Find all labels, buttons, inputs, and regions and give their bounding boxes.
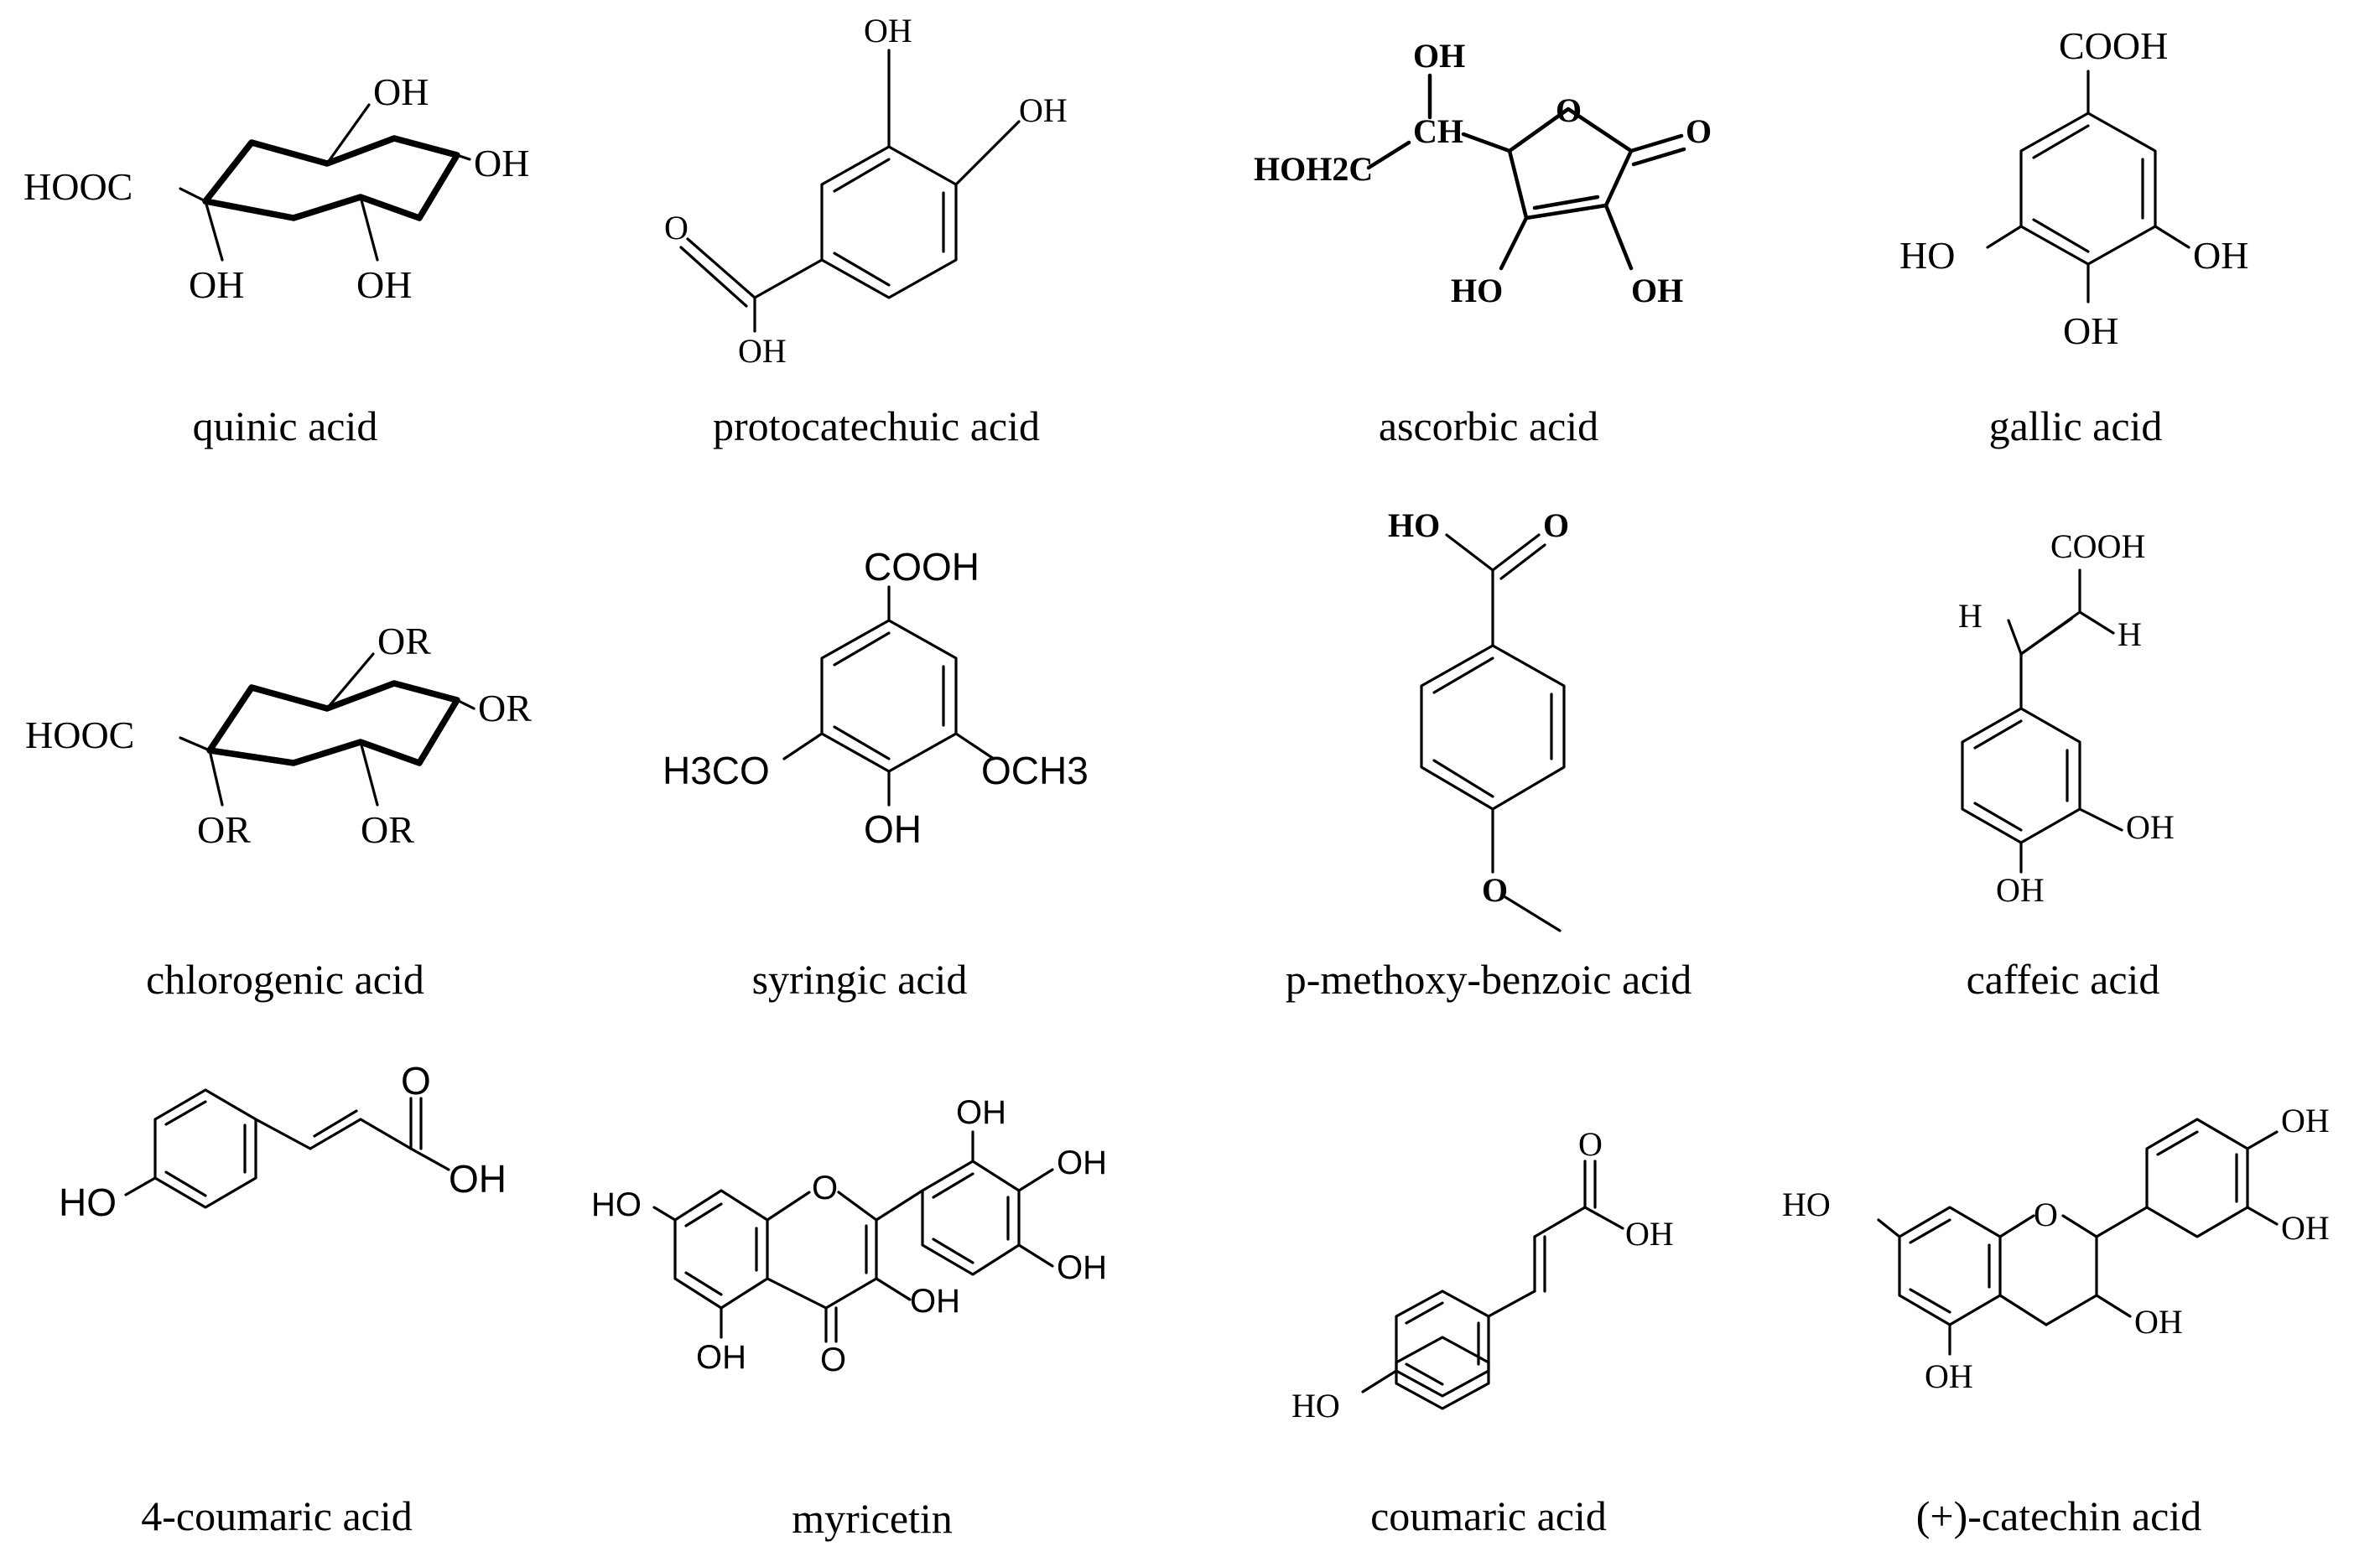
proto-oh-right: OH <box>1019 91 1068 129</box>
p-methoxy-benzoic-acid-label: p-methoxy-benzoic acid <box>1286 956 1692 1003</box>
chlorogenic-acid-label: chlorogenic acid <box>146 956 424 1003</box>
pmba-ho: HO <box>1388 506 1440 544</box>
catechin-acid-label: (+)-catechin acid <box>1916 1492 2201 1539</box>
myricetin-oh-3: OH <box>910 1283 960 1320</box>
structure-caffeic-acid: COOH H H OH OH caffeic acid <box>1958 527 2175 1003</box>
coumaric4-ho: HO <box>59 1181 117 1224</box>
structure-coumaric-acid: O OH HO coumaric acid <box>1291 1125 1674 1539</box>
structure-chlorogenic-acid: OR HOOC OR OR OR chlorogenic acid <box>25 620 532 1003</box>
caffeic-acid-label: caffeic acid <box>1967 956 2160 1003</box>
chloro-or-bottom-right: OR <box>361 808 414 851</box>
ascorbic-ho: HO <box>1451 272 1503 309</box>
structure-p-methoxy-benzoic-acid: HO O O p-methoxy-benzoic acid <box>1286 506 1692 1003</box>
4-coumaric-acid-label: 4-coumaric acid <box>141 1492 412 1539</box>
myricetin-oh-top: OH <box>956 1094 1006 1131</box>
pmba-ether-o: O <box>1482 871 1508 909</box>
chloro-or-right: OR <box>478 687 532 729</box>
ascorbic-oh-top: OH <box>1413 37 1465 75</box>
myricetin-ho: HO <box>591 1186 642 1223</box>
pmba-carbonyl-o: O <box>1543 506 1569 544</box>
protocatechuic-acid-label: protocatechuic acid <box>713 402 1040 449</box>
ascorbic-ring-o: O <box>1556 91 1582 129</box>
catechin-oh-5: OH <box>1925 1357 1973 1395</box>
quinic-hooc: HOOC <box>23 165 133 208</box>
myricetin-label: myricetin <box>792 1495 953 1542</box>
syringic-och3: OCH3 <box>981 749 1089 792</box>
proto-oh-top: OH <box>864 12 912 49</box>
ascorbic-hoh2c: HOH2C <box>1254 150 1373 188</box>
structure-catechin-acid: OH HO O OH OH OH (+)-catechin acid <box>1782 1102 2330 1539</box>
structure-quinic-acid: OH HOOC OH OH OH quinic acid <box>23 70 529 449</box>
quinic-oh-bottom-left: OH <box>189 263 244 306</box>
ascorbic-acid-label: ascorbic acid <box>1379 402 1598 449</box>
gallic-cooh: COOH <box>2059 24 2168 67</box>
myricetin-oh-5: OH <box>696 1339 746 1376</box>
syringic-oh: OH <box>864 807 922 851</box>
coumaric-acid-label: coumaric acid <box>1370 1492 1607 1539</box>
catechin-oh-right: OH <box>2281 1209 2330 1247</box>
syringic-h3co: H3CO <box>663 749 770 792</box>
coumaric-o: O <box>1578 1125 1603 1163</box>
coumaric-ho: HO <box>1291 1387 1340 1424</box>
myricetin-oh-right-lower: OH <box>1057 1249 1107 1286</box>
gallic-oh-bottom: OH <box>2063 309 2118 352</box>
coumaric4-o: O <box>401 1059 431 1103</box>
caffeic-h-right: H <box>2118 615 2142 653</box>
syringic-cooh: COOH <box>864 545 980 589</box>
coumaric-oh: OH <box>1625 1215 1674 1253</box>
chloro-or-top: OR <box>377 620 431 662</box>
catechin-oh-top: OH <box>2281 1102 2330 1139</box>
gallic-ho: HO <box>1899 234 1955 277</box>
caffeic-h-left: H <box>1958 597 1982 635</box>
catechin-ho: HO <box>1782 1186 1831 1223</box>
gallic-oh-right: OH <box>2193 234 2248 277</box>
myricetin-oh-right-upper: OH <box>1057 1144 1107 1181</box>
catechin-oh-3: OH <box>2134 1303 2183 1341</box>
proto-o: O <box>664 209 689 246</box>
quinic-acid-label: quinic acid <box>193 402 378 449</box>
caffeic-oh-right: OH <box>2126 808 2175 846</box>
structure-gallic-acid: COOH HO OH OH gallic acid <box>1899 24 2248 449</box>
myricetin-ring-o: O <box>812 1170 838 1207</box>
structure-myricetin: OH OH OH HO O OH O OH myricetin <box>591 1094 1107 1542</box>
caffeic-cooh: COOH <box>2050 527 2145 565</box>
chloro-or-bottom-left: OR <box>197 808 251 851</box>
chloro-hooc: HOOC <box>25 714 134 756</box>
myricetin-carbonyl-o: O <box>820 1341 846 1378</box>
structure-syringic-acid: COOH H3CO OCH3 OH syringic acid <box>663 545 1089 1003</box>
quinic-oh-right: OH <box>474 142 529 184</box>
structure-protocatechuic-acid: OH OH O OH protocatechuic acid <box>664 12 1068 449</box>
ascorbic-oh: OH <box>1631 272 1683 309</box>
ascorbic-carbonyl-o: O <box>1686 112 1712 150</box>
ascorbic-ch: CH <box>1413 112 1463 150</box>
coumaric4-oh: OH <box>449 1157 507 1201</box>
structure-ascorbic-acid: OH CH HOH2C O O HO OH ascorbic acid <box>1254 37 1712 449</box>
quinic-oh-top: OH <box>373 70 429 113</box>
gallic-acid-label: gallic acid <box>1989 402 2163 449</box>
syringic-acid-label: syringic acid <box>752 956 968 1003</box>
structure-4-coumaric-acid: O OH HO 4-coumaric acid <box>59 1059 507 1539</box>
quinic-oh-bottom-right: OH <box>356 263 412 306</box>
caffeic-oh-bottom: OH <box>1996 871 2045 909</box>
catechin-ring-o: O <box>2034 1196 2058 1233</box>
proto-oh-bottom: OH <box>738 332 787 370</box>
